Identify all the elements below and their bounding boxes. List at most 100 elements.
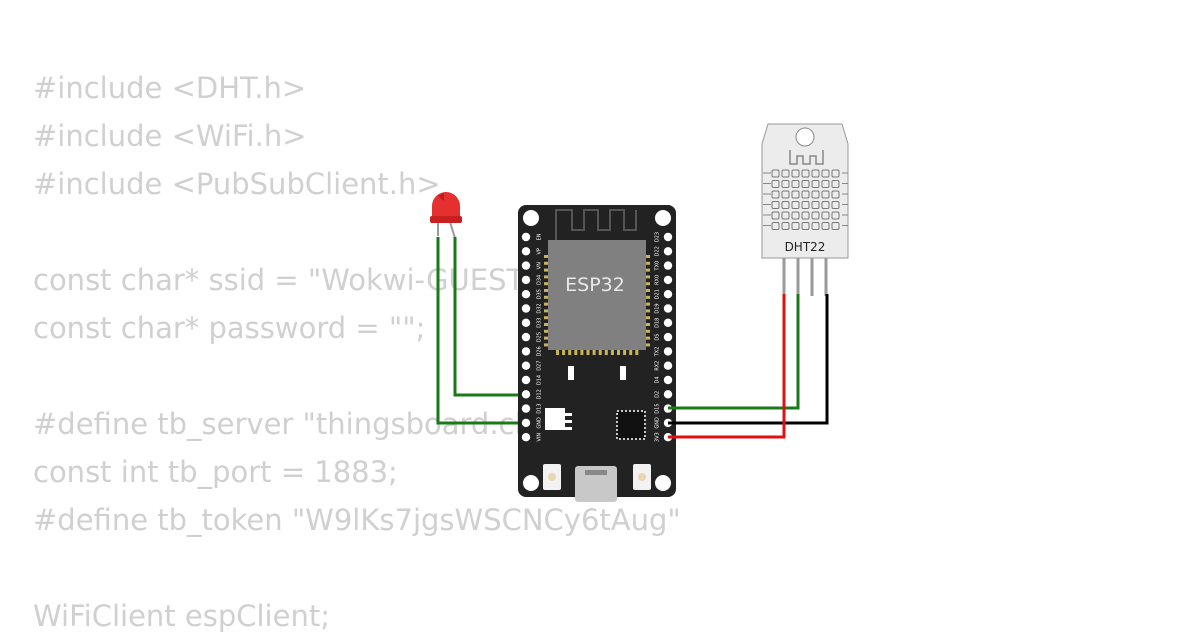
header-pin-right[interactable] xyxy=(663,318,673,327)
dht-grille-hole xyxy=(821,180,830,188)
pin-label: RX0 xyxy=(655,275,661,285)
header-pin-right[interactable] xyxy=(663,375,673,385)
red-led[interactable] xyxy=(430,192,462,239)
code-line: #include <PubSubClient.h> xyxy=(33,167,441,201)
dht-grille-hole xyxy=(791,201,800,209)
header-pin-left[interactable] xyxy=(521,361,531,370)
header-pin-left[interactable] xyxy=(521,390,531,399)
pin-label: D19 xyxy=(655,303,661,313)
code-editor[interactable]: #include <DHT.h>#include <WiFi.h>#includ… xyxy=(33,64,681,640)
header-pin-left[interactable] xyxy=(521,247,531,256)
pin-label: D25 xyxy=(537,332,543,342)
pin-label: D5 xyxy=(655,334,661,341)
module-pad xyxy=(544,255,548,258)
led-cathode-wire[interactable] xyxy=(436,237,526,425)
esp32-chip xyxy=(548,240,646,350)
dht-grille-hole xyxy=(781,190,790,199)
esp32-board[interactable]: ESP32 ENVPVND34D35D32D33D25D26D27D14D12D… xyxy=(518,205,676,502)
dht-grille-hole xyxy=(821,211,830,220)
code-line: const int tb_port = 1883; xyxy=(33,455,398,489)
module-pad xyxy=(544,309,548,313)
dht-grille-hole xyxy=(811,180,820,188)
dht-vcc-wire[interactable] xyxy=(668,294,786,439)
module-pad xyxy=(574,350,578,355)
header-pin-right[interactable] xyxy=(663,247,673,256)
dht-grille-hole xyxy=(831,190,840,199)
module-pad xyxy=(646,323,650,326)
pin-label: D13 xyxy=(537,403,543,413)
dht-data-wire[interactable] xyxy=(668,294,800,410)
header-pin-right[interactable] xyxy=(663,304,673,313)
pin-label: D27 xyxy=(537,361,543,371)
header-pin-right[interactable] xyxy=(663,290,673,299)
dht-grille-hole xyxy=(821,201,830,209)
dht-grille-hole xyxy=(801,222,810,230)
dht-grille-hole xyxy=(831,169,840,178)
header-pin-right[interactable] xyxy=(663,390,673,399)
dht-grille-hole xyxy=(831,201,840,209)
header-pin-left[interactable] xyxy=(521,275,531,285)
header-pin-right[interactable] xyxy=(663,261,673,270)
pin-label: TX2 xyxy=(655,347,661,358)
dht22-sensor[interactable]: DHT22 xyxy=(761,123,849,296)
dht-grille-hole xyxy=(781,222,790,230)
module-pad xyxy=(629,350,633,355)
header-pin-right[interactable] xyxy=(663,332,673,342)
pin-label: D15 xyxy=(655,403,661,413)
pin-label: TX0 xyxy=(655,261,661,272)
module-pad xyxy=(586,350,590,355)
voltage-regulator xyxy=(545,408,565,430)
header-pin-left[interactable] xyxy=(521,418,531,428)
dht-grille-hole xyxy=(801,169,810,178)
header-pin-left[interactable] xyxy=(521,347,531,356)
module-pad xyxy=(556,350,559,355)
dht-grille-hole xyxy=(831,180,840,188)
code-line: WiFiClient espClient; xyxy=(33,599,330,633)
module-pad xyxy=(544,295,548,299)
dht-grille-hole xyxy=(811,222,820,230)
header-pin-left[interactable] xyxy=(521,318,531,327)
dht-grille-hole xyxy=(821,222,830,230)
header-pin-left[interactable] xyxy=(521,433,531,442)
pin-label: D14 xyxy=(537,375,543,385)
dht-grille-hole xyxy=(791,169,800,178)
pin-label: VN xyxy=(537,262,543,269)
dht-gnd-wire[interactable] xyxy=(668,294,829,425)
module-pad xyxy=(646,275,650,279)
esp32-label: ESP32 xyxy=(565,274,625,296)
module-pad xyxy=(646,255,650,258)
header-pin-left[interactable] xyxy=(521,232,531,242)
dht22-label: DHT22 xyxy=(785,240,826,254)
header-pin-right[interactable] xyxy=(663,347,673,356)
header-pin-right[interactable] xyxy=(663,232,673,242)
header-pin-left[interactable] xyxy=(521,290,531,299)
dht-grille-hole xyxy=(771,201,780,209)
header-pin-right[interactable] xyxy=(663,275,673,285)
module-pad xyxy=(646,336,650,340)
en-button[interactable] xyxy=(543,464,561,490)
pin-label: EN xyxy=(537,233,543,240)
pin-label: D2 xyxy=(655,391,661,398)
module-pad xyxy=(598,350,602,355)
header-pin-left[interactable] xyxy=(521,304,531,313)
header-pin-left[interactable] xyxy=(521,404,531,413)
module-pad xyxy=(646,302,650,306)
pin-label: 3V3 xyxy=(655,432,661,442)
module-pad xyxy=(646,316,650,320)
dht-grille-hole xyxy=(821,169,830,178)
dht-grille-hole xyxy=(771,190,780,199)
header-pin-right[interactable] xyxy=(663,361,673,370)
module-pad xyxy=(544,289,548,292)
boot-button[interactable] xyxy=(633,464,651,490)
header-pin-left[interactable] xyxy=(521,375,531,385)
module-pad xyxy=(646,295,650,299)
code-line: #define tb_token "W9lKs7jgsWSCNCy6tAug" xyxy=(33,503,681,537)
module-pad xyxy=(544,268,548,272)
dht-grille-hole xyxy=(791,190,800,199)
header-pin-left[interactable] xyxy=(521,332,531,342)
header-pin-left[interactable] xyxy=(521,261,531,270)
pin-label: D4 xyxy=(655,376,661,383)
dht-grille-hole xyxy=(771,180,780,188)
module-pad xyxy=(617,350,620,355)
code-line: #include <DHT.h> xyxy=(33,71,307,105)
